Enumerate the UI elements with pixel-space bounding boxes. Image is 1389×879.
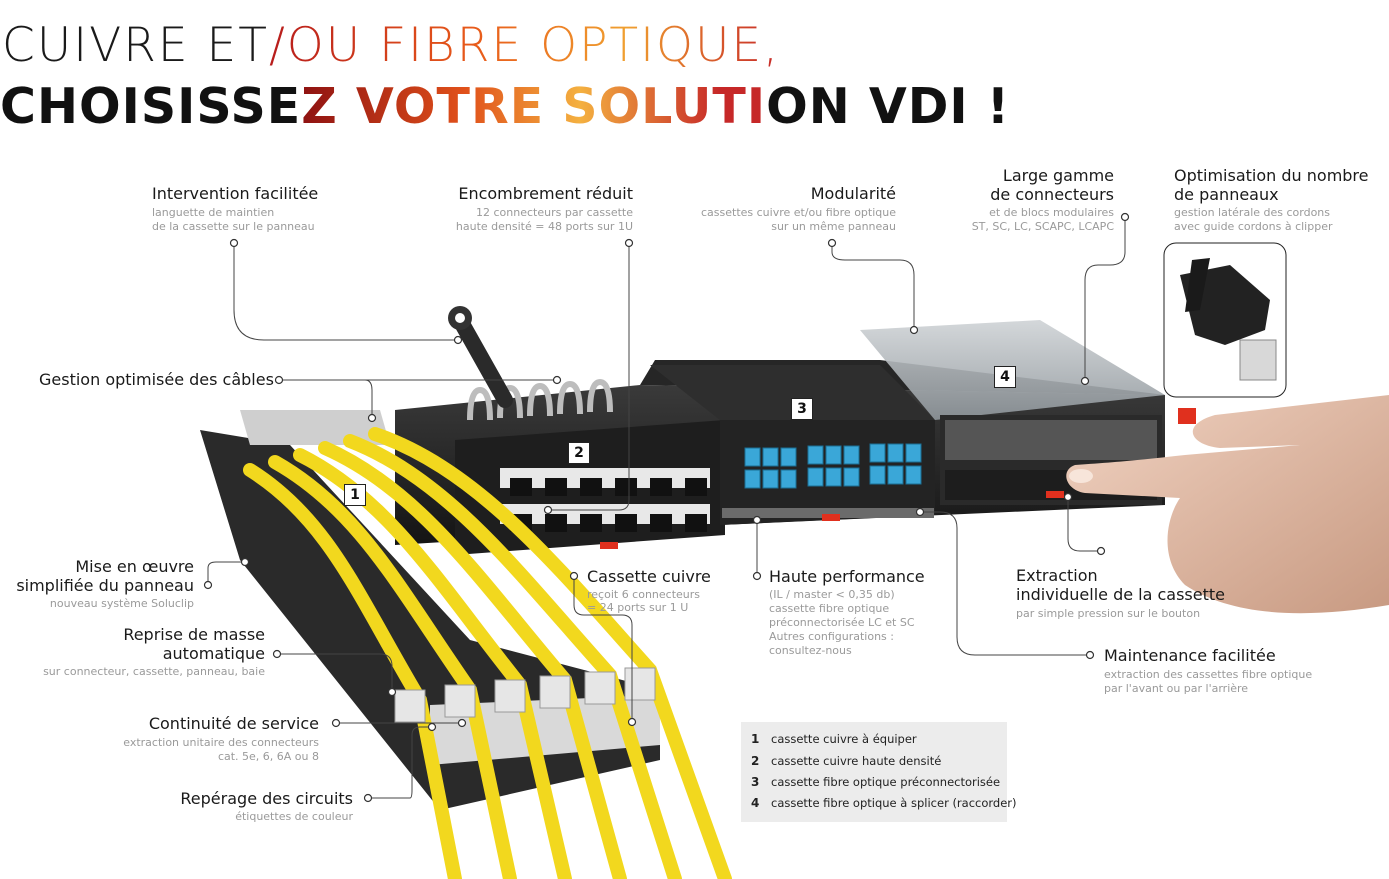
callout-encombrement-sub-2: haute densité = 48 ports sur 1U — [455, 220, 633, 233]
leader-dots — [203, 212, 1130, 803]
callout-performance-sub-3: préconnectorisée LC et SC — [769, 616, 915, 629]
marker-3: 3 — [791, 398, 813, 420]
callout-continuite-title: Continuité de service — [148, 714, 319, 733]
callout-performance-sub-2: cassette fibre optique — [769, 602, 890, 615]
legend-text: cassette fibre optique à splicer (raccor… — [771, 796, 1017, 810]
legend-item: 3 cassette fibre optique préconnectorisée — [751, 775, 1000, 789]
callout-modularite-sub-1: cassettes cuivre et/ou fibre optique — [700, 206, 896, 219]
marker-1: 1 — [344, 484, 366, 506]
cable-comb — [467, 378, 613, 421]
callout-reprise-sub-1: sur connecteur, cassette, panneau, baie — [43, 665, 265, 678]
legend-number: 3 — [751, 775, 760, 789]
callout-gamme-title-2: de connecteurs — [990, 185, 1114, 204]
callout-encombrement-sub-1: 12 connecteurs par cassette — [476, 206, 633, 219]
title-line-1: CUIVRE ET/OU FIBRE OPTIQUE, — [2, 18, 780, 73]
callout-gamme-sub-1: et de blocs modulaires — [989, 206, 1114, 219]
callout-intervention-sub-2: de la cassette sur le panneau — [152, 220, 315, 233]
legend-number: 1 — [751, 732, 760, 746]
title-line-2-highlight: Z VOTRE SOLUTI — [301, 78, 767, 135]
callout-maintenance-sub-1: extraction des cassettes fibre optique — [1104, 668, 1313, 681]
title-line-1-prefix: CUIVRE ET — [2, 18, 269, 73]
callout-extraction-sub-1: par simple pression sur le bouton — [1016, 607, 1201, 620]
callout-optimisation-title-1: Optimisation du nombre — [1174, 166, 1369, 185]
callout-modularite-sub-2: sur un même panneau — [771, 220, 896, 233]
callout-reperage-title: Repérage des circuits — [180, 789, 353, 808]
callout-mise-title-2: simplifiée du panneau — [16, 576, 194, 595]
callout-optimisation-sub-1: gestion latérale des cordons — [1174, 206, 1331, 219]
callout-reprise-title-1: Reprise de masse — [123, 625, 265, 644]
legend-text: cassette fibre optique préconnectorisée — [771, 775, 1001, 789]
callout-cassette-sub-2: = 24 ports sur 1 U — [587, 601, 689, 614]
patch-cords — [243, 427, 732, 879]
title-line-2-prefix: CHOISISSE — [0, 78, 302, 135]
callout-encombrement-title: Encombrement réduit — [458, 184, 633, 203]
legend-item: 1 cassette cuivre à équiper — [751, 732, 917, 746]
callout-intervention-title: Intervention facilitée — [152, 184, 319, 203]
callout-continuite-sub-1: extraction unitaire des connecteurs — [123, 736, 319, 749]
callout-gestion-title: Gestion optimisée des câbles — [39, 370, 274, 389]
hand — [1066, 395, 1389, 614]
callout-reprise-title-2: automatique — [162, 644, 265, 663]
fiber-ports — [744, 443, 922, 489]
legend-number: 4 — [751, 796, 760, 810]
callout-reperage-sub-1: étiquettes de couleur — [235, 810, 353, 823]
callout-maintenance-title: Maintenance facilitée — [1104, 646, 1276, 665]
legend-text: cassette cuivre haute densité — [771, 754, 942, 768]
callout-gamme-sub-2: ST, SC, LC, SCAPC, LCAPC — [971, 220, 1114, 233]
marker-4: 4 — [994, 366, 1016, 388]
callout-extraction-title-1: Extraction — [1016, 566, 1098, 585]
callout-optimisation-title-2: de panneaux — [1174, 185, 1279, 204]
callout-performance-sub-4: Autres configurations : — [769, 630, 894, 643]
callout-gamme-title-1: Large gamme — [1002, 166, 1114, 185]
callout-performance-sub-5: consultez-nous — [769, 644, 852, 657]
title-line-1-highlight: /OU FIBRE OPTIQUE, — [268, 18, 781, 73]
leader-lines — [207, 217, 1126, 799]
callout-cassette-title: Cassette cuivre — [587, 567, 711, 586]
legend-item: 4 cassette fibre optique à splicer (racco… — [751, 796, 1017, 810]
cable-guide-inset — [1163, 242, 1287, 398]
callout-performance-sub-1: (IL / master < 0,35 db) — [769, 588, 895, 601]
callout-maintenance-sub-2: par l'avant ou par l'arrière — [1104, 682, 1249, 695]
callout-cassette-sub-1: reçoit 6 connecteurs — [587, 588, 701, 601]
callout-intervention-sub-1: languette de maintien — [152, 206, 275, 219]
callout-optimisation-sub-2: avec guide cordons à clipper — [1174, 220, 1333, 233]
callout-modularite-title: Modularité — [810, 184, 896, 203]
title-line-2: CHOISISSEZ VOTRE SOLUTION VDI ! — [0, 78, 1010, 135]
legend-box: 1 cassette cuivre à équiper 2 cassette cui… — [741, 722, 1017, 822]
callout-continuite-sub-2: cat. 5e, 6, 6A ou 8 — [217, 750, 319, 763]
callout-extraction-title-2: individuelle de la cassette — [1016, 585, 1225, 604]
connector-boots — [394, 667, 656, 723]
callout-performance-title: Haute performance — [769, 567, 925, 586]
marker-2: 2 — [568, 442, 590, 464]
callout-mise-sub-1: nouveau système Soluclip — [49, 597, 194, 610]
legend-number: 2 — [751, 754, 760, 768]
legend-item: 2 cassette cuivre haute densité — [751, 754, 941, 768]
callout-mise-title-1: Mise en œuvre — [75, 557, 194, 576]
title-line-2-suffix: ON VDI ! — [766, 78, 1011, 135]
legend-text: cassette cuivre à équiper — [771, 732, 917, 746]
retention-tab — [448, 306, 513, 408]
